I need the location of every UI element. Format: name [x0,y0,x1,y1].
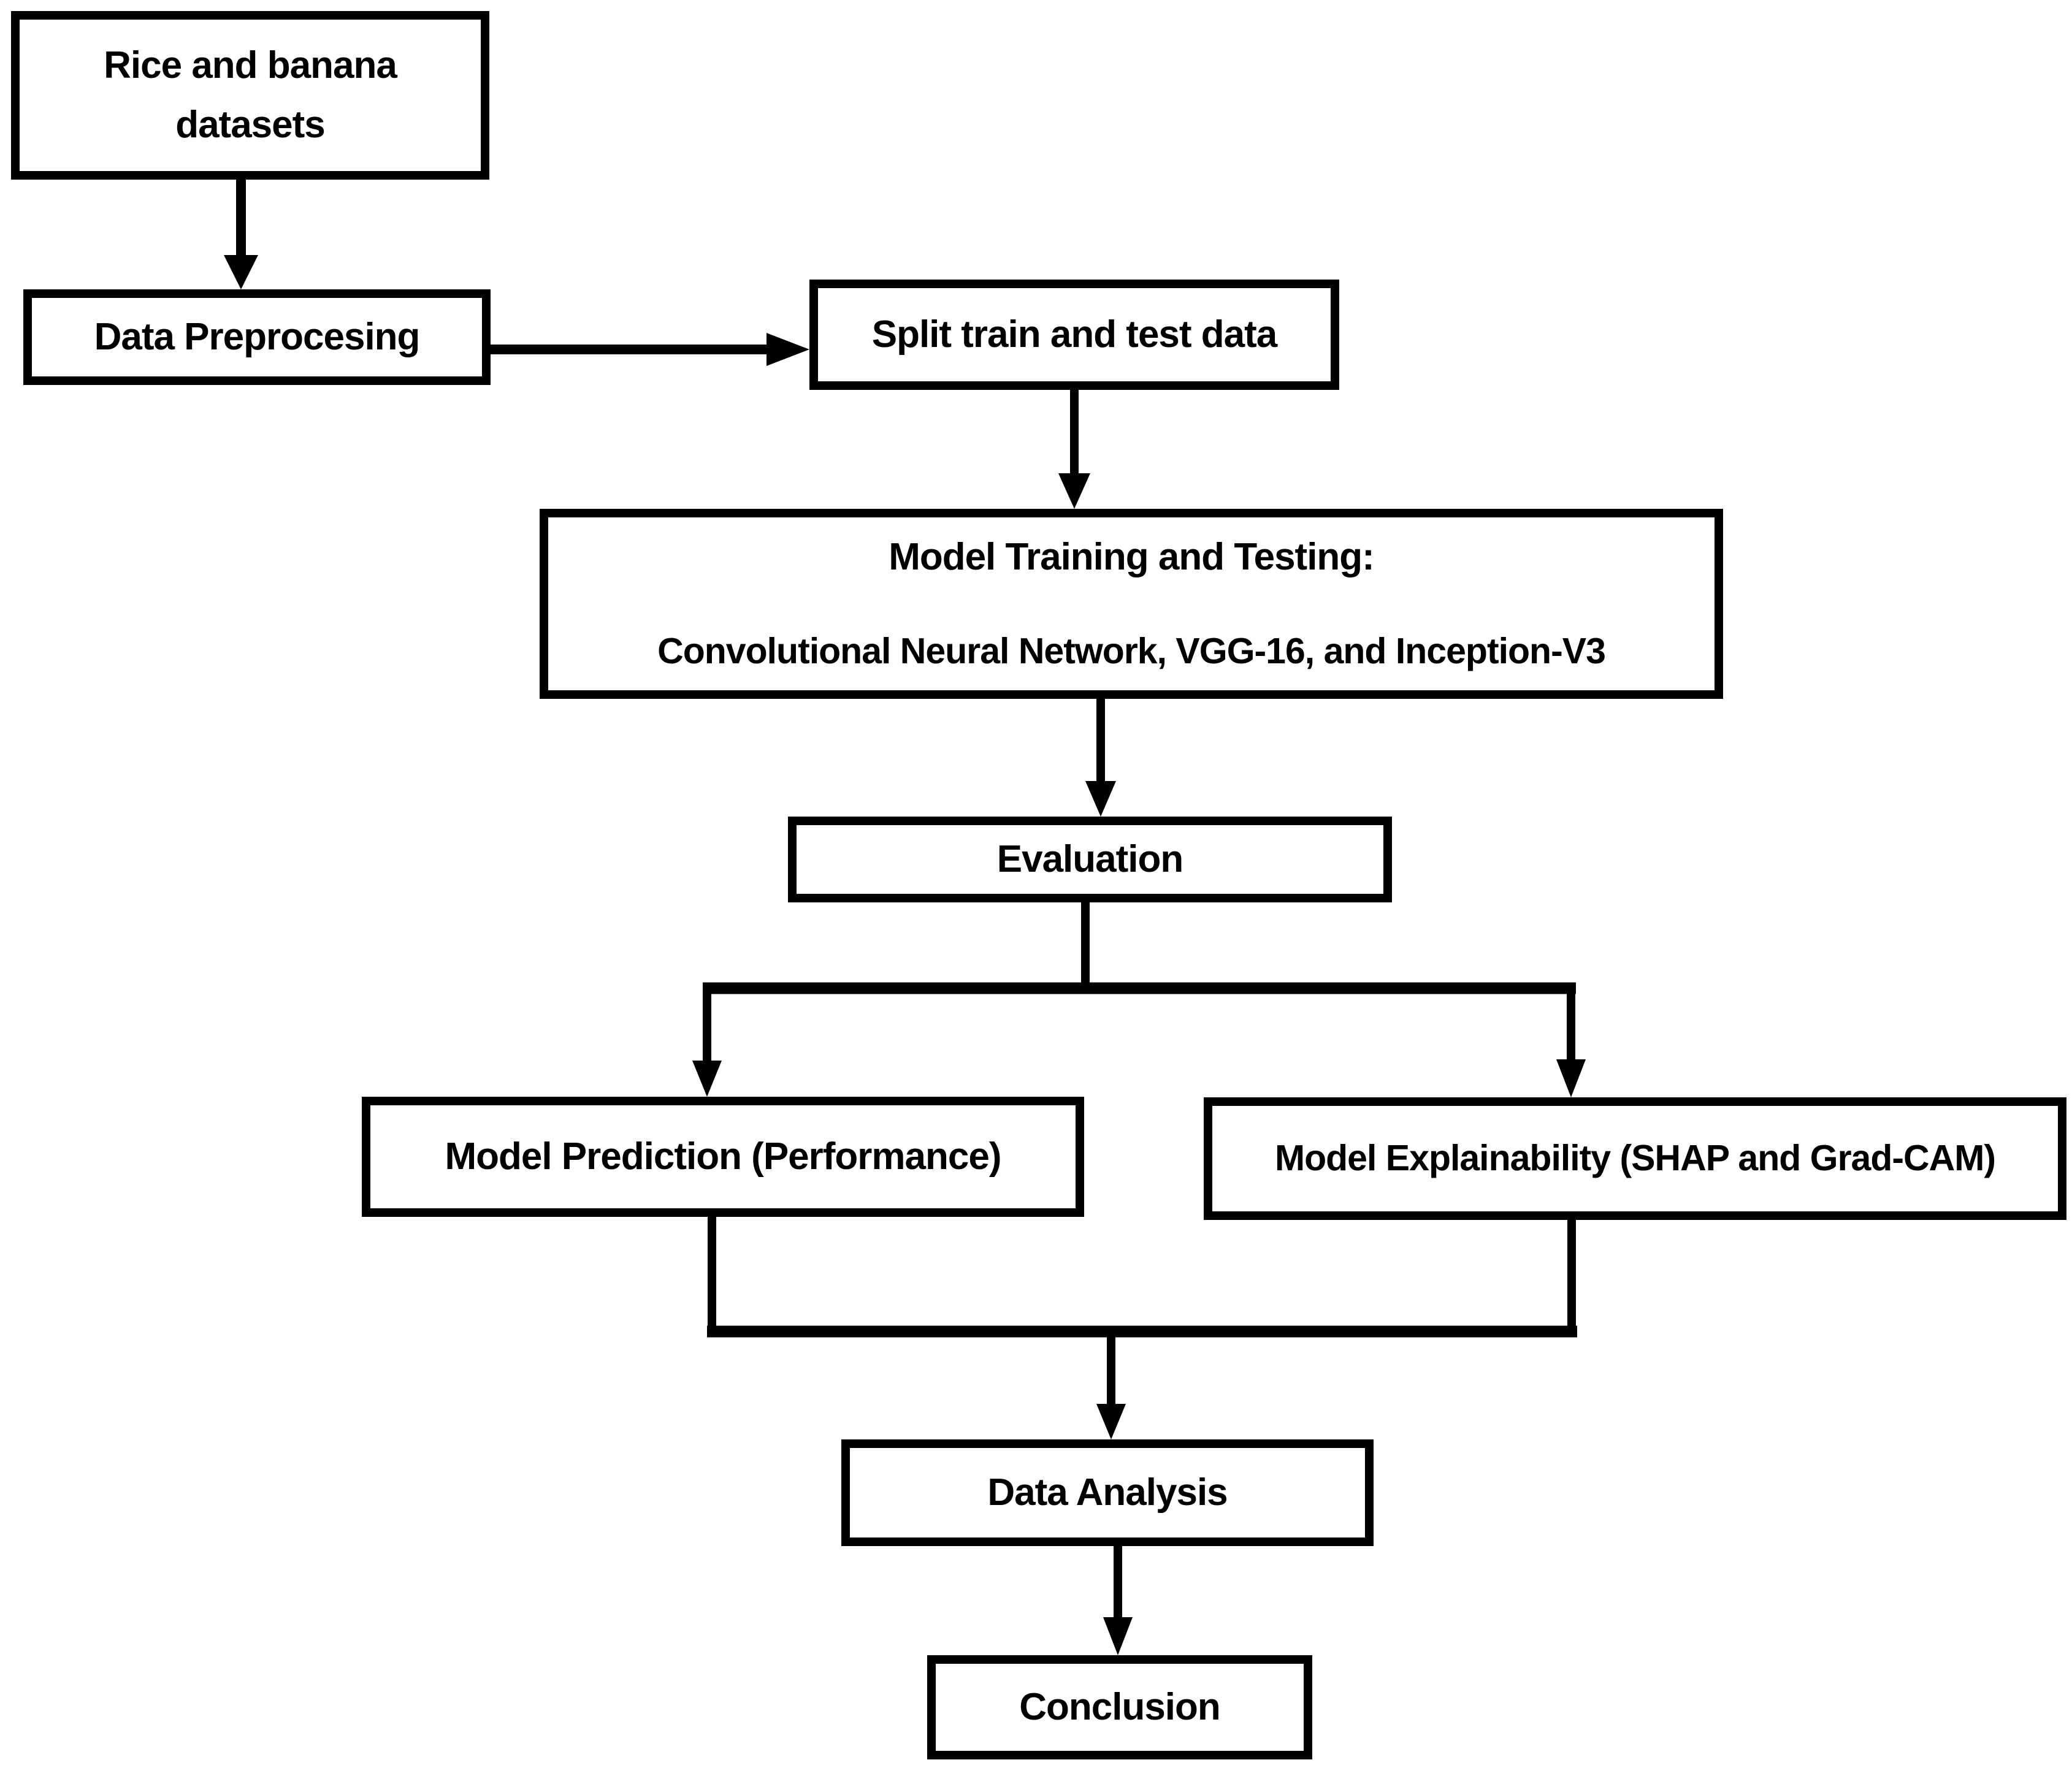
node-label: Data Preprocesing [94,316,421,359]
node-evaluation: Evaluation [788,817,1392,902]
node-model-prediction: Model Prediction (Performance) [362,1097,1084,1217]
node-model-explainability: Model Explainability (SHAP and Grad-CAM) [1204,1097,2066,1220]
node-conclusion: Conclusion [927,1655,1312,1759]
node-label: Split train and test data [871,313,1278,356]
edge-preprocessing-to-split [491,333,809,366]
node-data-analysis: Data Analysis [841,1439,1374,1546]
node-label-line: Convolutional Neural Network, VGG-16, an… [657,630,1606,671]
edge-evaluation-to-explainability [1556,992,1586,1097]
edge-evaluation-to-prediction [692,992,722,1097]
node-split-train-test: Split train and test data [809,280,1339,390]
node-label: Model Explainability (SHAP and Grad-CAM) [1274,1138,1996,1179]
node-label: Conclusion [1019,1686,1221,1729]
node-label-line: Rice and banana [104,44,397,87]
node-label-line: datasets [175,103,326,146]
node-label: Model Prediction (Performance) [445,1135,1001,1178]
node-label: Evaluation [996,838,1184,881]
edge-analysis-to-conclusion [1103,1546,1133,1655]
edge-datasets-to-preprocessing [224,180,258,289]
edge-merge-to-analysis [1096,1337,1126,1439]
node-label-line: Model Training and Testing: [889,536,1375,579]
node-model-training-testing: Model Training and Testing: Convolutiona… [540,509,1723,699]
edge-split-to-training [1058,390,1090,509]
merge-connector [707,1217,1577,1338]
node-label: Data Analysis [987,1471,1228,1514]
edge-training-to-evaluation [1085,699,1116,817]
node-rice-banana-datasets: Rice and banana datasets [11,11,489,180]
evaluation-branch-connector [703,902,1576,994]
node-data-preprocessing: Data Preprocesing [23,289,491,385]
